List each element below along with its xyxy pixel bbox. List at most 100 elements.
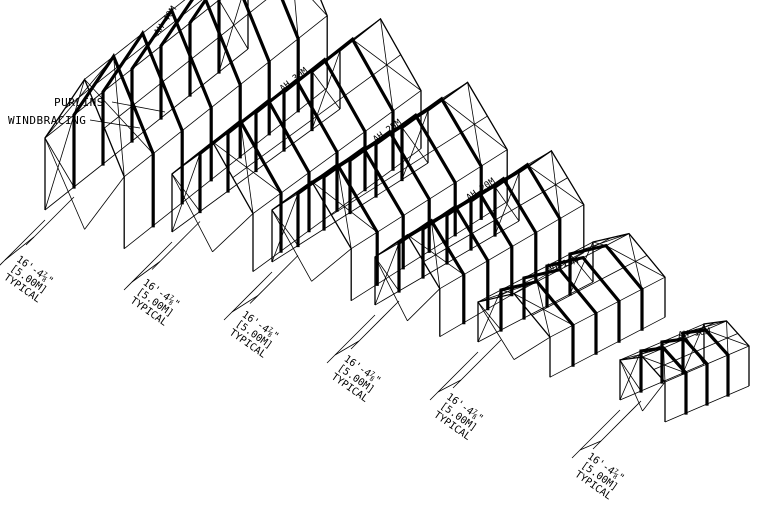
roof-purlin — [462, 189, 488, 205]
base-rail — [446, 248, 472, 264]
bay-dimension: 16'-4⅞"[5.00M]TYPICAL — [429, 339, 502, 443]
purlins-leader — [111, 101, 166, 113]
wall-brace — [682, 332, 705, 365]
roof-purlin — [316, 95, 345, 117]
base-rail — [311, 108, 341, 130]
eave-purlin — [685, 363, 708, 374]
roof-purlin — [343, 145, 371, 164]
eave-purlin — [297, 176, 325, 194]
eave-purlin — [280, 172, 310, 194]
eave-purlin — [375, 127, 403, 145]
eave-purlin — [308, 151, 338, 173]
roof-purlin — [409, 148, 436, 166]
roof-purlin — [395, 112, 423, 131]
wind-brace — [297, 181, 312, 194]
wind-brace — [527, 164, 585, 206]
gable-brace — [84, 176, 125, 230]
base-rail — [401, 162, 429, 180]
eave-purlin — [454, 165, 482, 184]
windbracing-leader — [89, 119, 141, 129]
bay-dimension: 16'-4⅞"[5.00M]TYPICAL — [571, 400, 642, 502]
roof-purlin — [249, 0, 267, 14]
base-rail — [549, 364, 574, 378]
gable-brace — [271, 209, 312, 282]
roof-purlin — [357, 181, 384, 199]
ridge-purlin — [337, 148, 364, 166]
windbracing-label: WINDBRACING — [8, 114, 86, 127]
dimension-line — [231, 295, 259, 313]
gable-brace — [513, 336, 551, 360]
purlins-label: PURLINS — [54, 96, 104, 109]
base-rail — [199, 190, 229, 212]
eave-purlin — [181, 107, 212, 132]
base-rail — [470, 234, 496, 250]
extension-line — [592, 400, 642, 450]
eave-purlin — [480, 149, 508, 167]
base-rail — [160, 94, 191, 119]
roof-purlin — [577, 279, 602, 292]
roof-purlin — [674, 351, 696, 361]
extension-line — [571, 409, 621, 459]
roof-purlin — [600, 267, 625, 280]
base-rail — [640, 381, 663, 392]
eave-purlin — [364, 110, 394, 132]
eave-purlin — [349, 143, 377, 161]
base-rail — [374, 290, 400, 306]
wind-brace — [703, 323, 706, 331]
portal-frame — [247, 0, 328, 88]
portal-frame — [188, 0, 271, 136]
wall-brace — [477, 301, 502, 331]
bay-dimension: 16'-4⅞"[5.00M]TYPICAL — [123, 221, 201, 329]
base-rail — [255, 149, 285, 171]
eave-purlin — [439, 274, 465, 290]
base-rail — [44, 186, 75, 211]
gable-brace — [171, 173, 213, 252]
wind-brace — [312, 0, 328, 16]
roof-purlin — [151, 16, 182, 40]
eave-purlin — [640, 341, 663, 352]
eave-purlin — [477, 289, 502, 303]
wind-brace — [84, 79, 154, 154]
wind-brace — [500, 289, 515, 294]
tent-frame: AH 10M — [619, 320, 750, 423]
roof-purlin — [220, 12, 250, 37]
eave-purlin — [268, 38, 299, 63]
base-rail — [706, 394, 729, 405]
tent-frame: AH 15M — [477, 232, 666, 378]
wind-brace — [311, 181, 378, 233]
ridge-purlin — [324, 38, 353, 61]
portal-frame — [217, 0, 300, 113]
roof-purlin — [495, 205, 520, 221]
base-rail — [428, 234, 456, 252]
base-rail — [661, 372, 684, 383]
ridge-purlin — [113, 33, 143, 57]
base-rail — [171, 211, 201, 233]
wall-brace — [171, 173, 201, 212]
eave-purlin — [706, 354, 729, 365]
eave-purlin — [511, 232, 537, 248]
eave-purlin — [535, 218, 561, 234]
wind-brace — [398, 234, 408, 244]
portal-frame — [159, 0, 242, 159]
base-rail — [398, 276, 424, 292]
portal-frame — [271, 180, 352, 301]
ridge-purlin — [431, 206, 456, 222]
ridge-purlin — [684, 329, 706, 340]
wind-brace — [518, 164, 528, 174]
base-rail — [572, 352, 597, 366]
eave-purlin — [470, 186, 496, 202]
eave-purlin — [549, 324, 574, 338]
base-rail — [463, 308, 489, 324]
eave-purlin — [398, 228, 424, 244]
gable-brace — [374, 256, 408, 322]
wind-brace — [642, 356, 687, 374]
base-rail — [685, 403, 708, 414]
base-rail — [297, 228, 325, 246]
base-rail — [350, 283, 378, 302]
tent-size-tag: AH 25M — [372, 118, 405, 145]
eave-purlin — [559, 204, 585, 220]
roof-purlin — [652, 340, 674, 350]
ridge-purlin — [663, 338, 685, 349]
windbracing-callout: WINDBRACING — [8, 114, 141, 129]
roof-purlin — [122, 39, 153, 63]
